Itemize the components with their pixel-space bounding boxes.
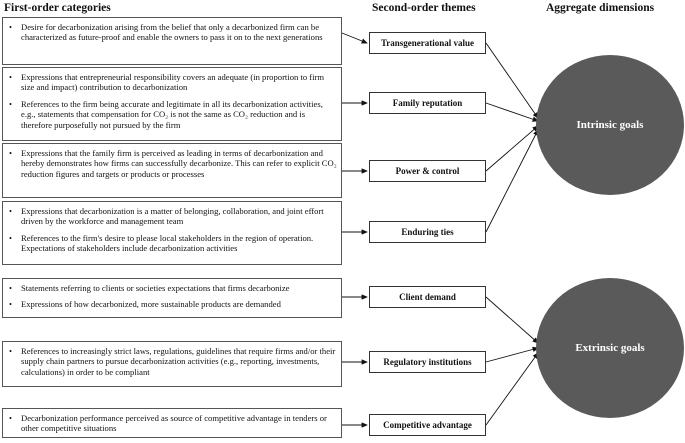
list-item: •Expressions that the family firm is per…: [9, 148, 337, 179]
arrow-theme4-intrinsic: [485, 129, 539, 233]
arrow-theme5-extrinsic: [485, 296, 539, 344]
first-order-box-1: •Desire for decarbonization arising from…: [2, 17, 342, 65]
first-order-box-2: •Expressions that entrepreneurial respon…: [2, 67, 342, 141]
header-second-order: Second-order themes: [372, 2, 476, 14]
arrow-theme6-extrinsic: [485, 346, 539, 363]
arrow-theme1-intrinsic: [485, 42, 539, 119]
theme-competitive-advantage: Competitive advantage: [369, 414, 486, 436]
theme-family-reputation: Family reputation: [369, 92, 486, 114]
arrow-theme3-intrinsic: [485, 125, 539, 172]
list-item: •References to the firm being accurate a…: [9, 98, 323, 130]
list-item: •References to increasingly strict laws,…: [9, 346, 336, 377]
list-item: •Statements referring to clients or soci…: [9, 283, 290, 293]
theme-transgenerational-value: Transgenerational value: [369, 32, 486, 54]
arrow-theme2-intrinsic: [485, 102, 539, 122]
theme-enduring-ties: Enduring ties: [369, 221, 486, 243]
list-item: •Expressions that decarbonization is a m…: [9, 206, 324, 227]
list-item: •Expressions that entrepreneurial respon…: [9, 72, 325, 93]
list-item: •Expressions of how decarbonized, more s…: [9, 299, 281, 310]
arrow-theme7-extrinsic: [485, 352, 539, 426]
list-item: •Decarbonization performance perceived a…: [9, 413, 327, 434]
header-aggregate: Aggregate dimensions: [546, 2, 655, 14]
list-item: •References to the firm's desire to plea…: [9, 232, 314, 254]
dimension-intrinsic-goals: Intrinsic goals: [536, 55, 684, 195]
first-order-box-7: •Decarbonization performance perceived a…: [2, 408, 342, 438]
theme-regulatory-institutions: Regulatory institutions: [369, 351, 486, 373]
header-first-order: First-order categories: [4, 2, 111, 14]
arrow-box1-theme1: [341, 32, 368, 44]
first-order-box-5: •Statements referring to clients or soci…: [2, 278, 342, 318]
theme-client-demand: Client demand: [369, 286, 486, 308]
first-order-box-4: •Expressions that decarbonization is a m…: [2, 201, 342, 265]
first-order-box-3: •Expressions that the family firm is per…: [2, 143, 342, 198]
dimension-extrinsic-goals: Extrinsic goals: [536, 278, 684, 418]
list-item: •Desire for decarbonization arising from…: [9, 22, 323, 43]
first-order-box-6: •References to increasingly strict laws,…: [2, 341, 342, 387]
theme-power-control: Power & control: [369, 160, 486, 182]
